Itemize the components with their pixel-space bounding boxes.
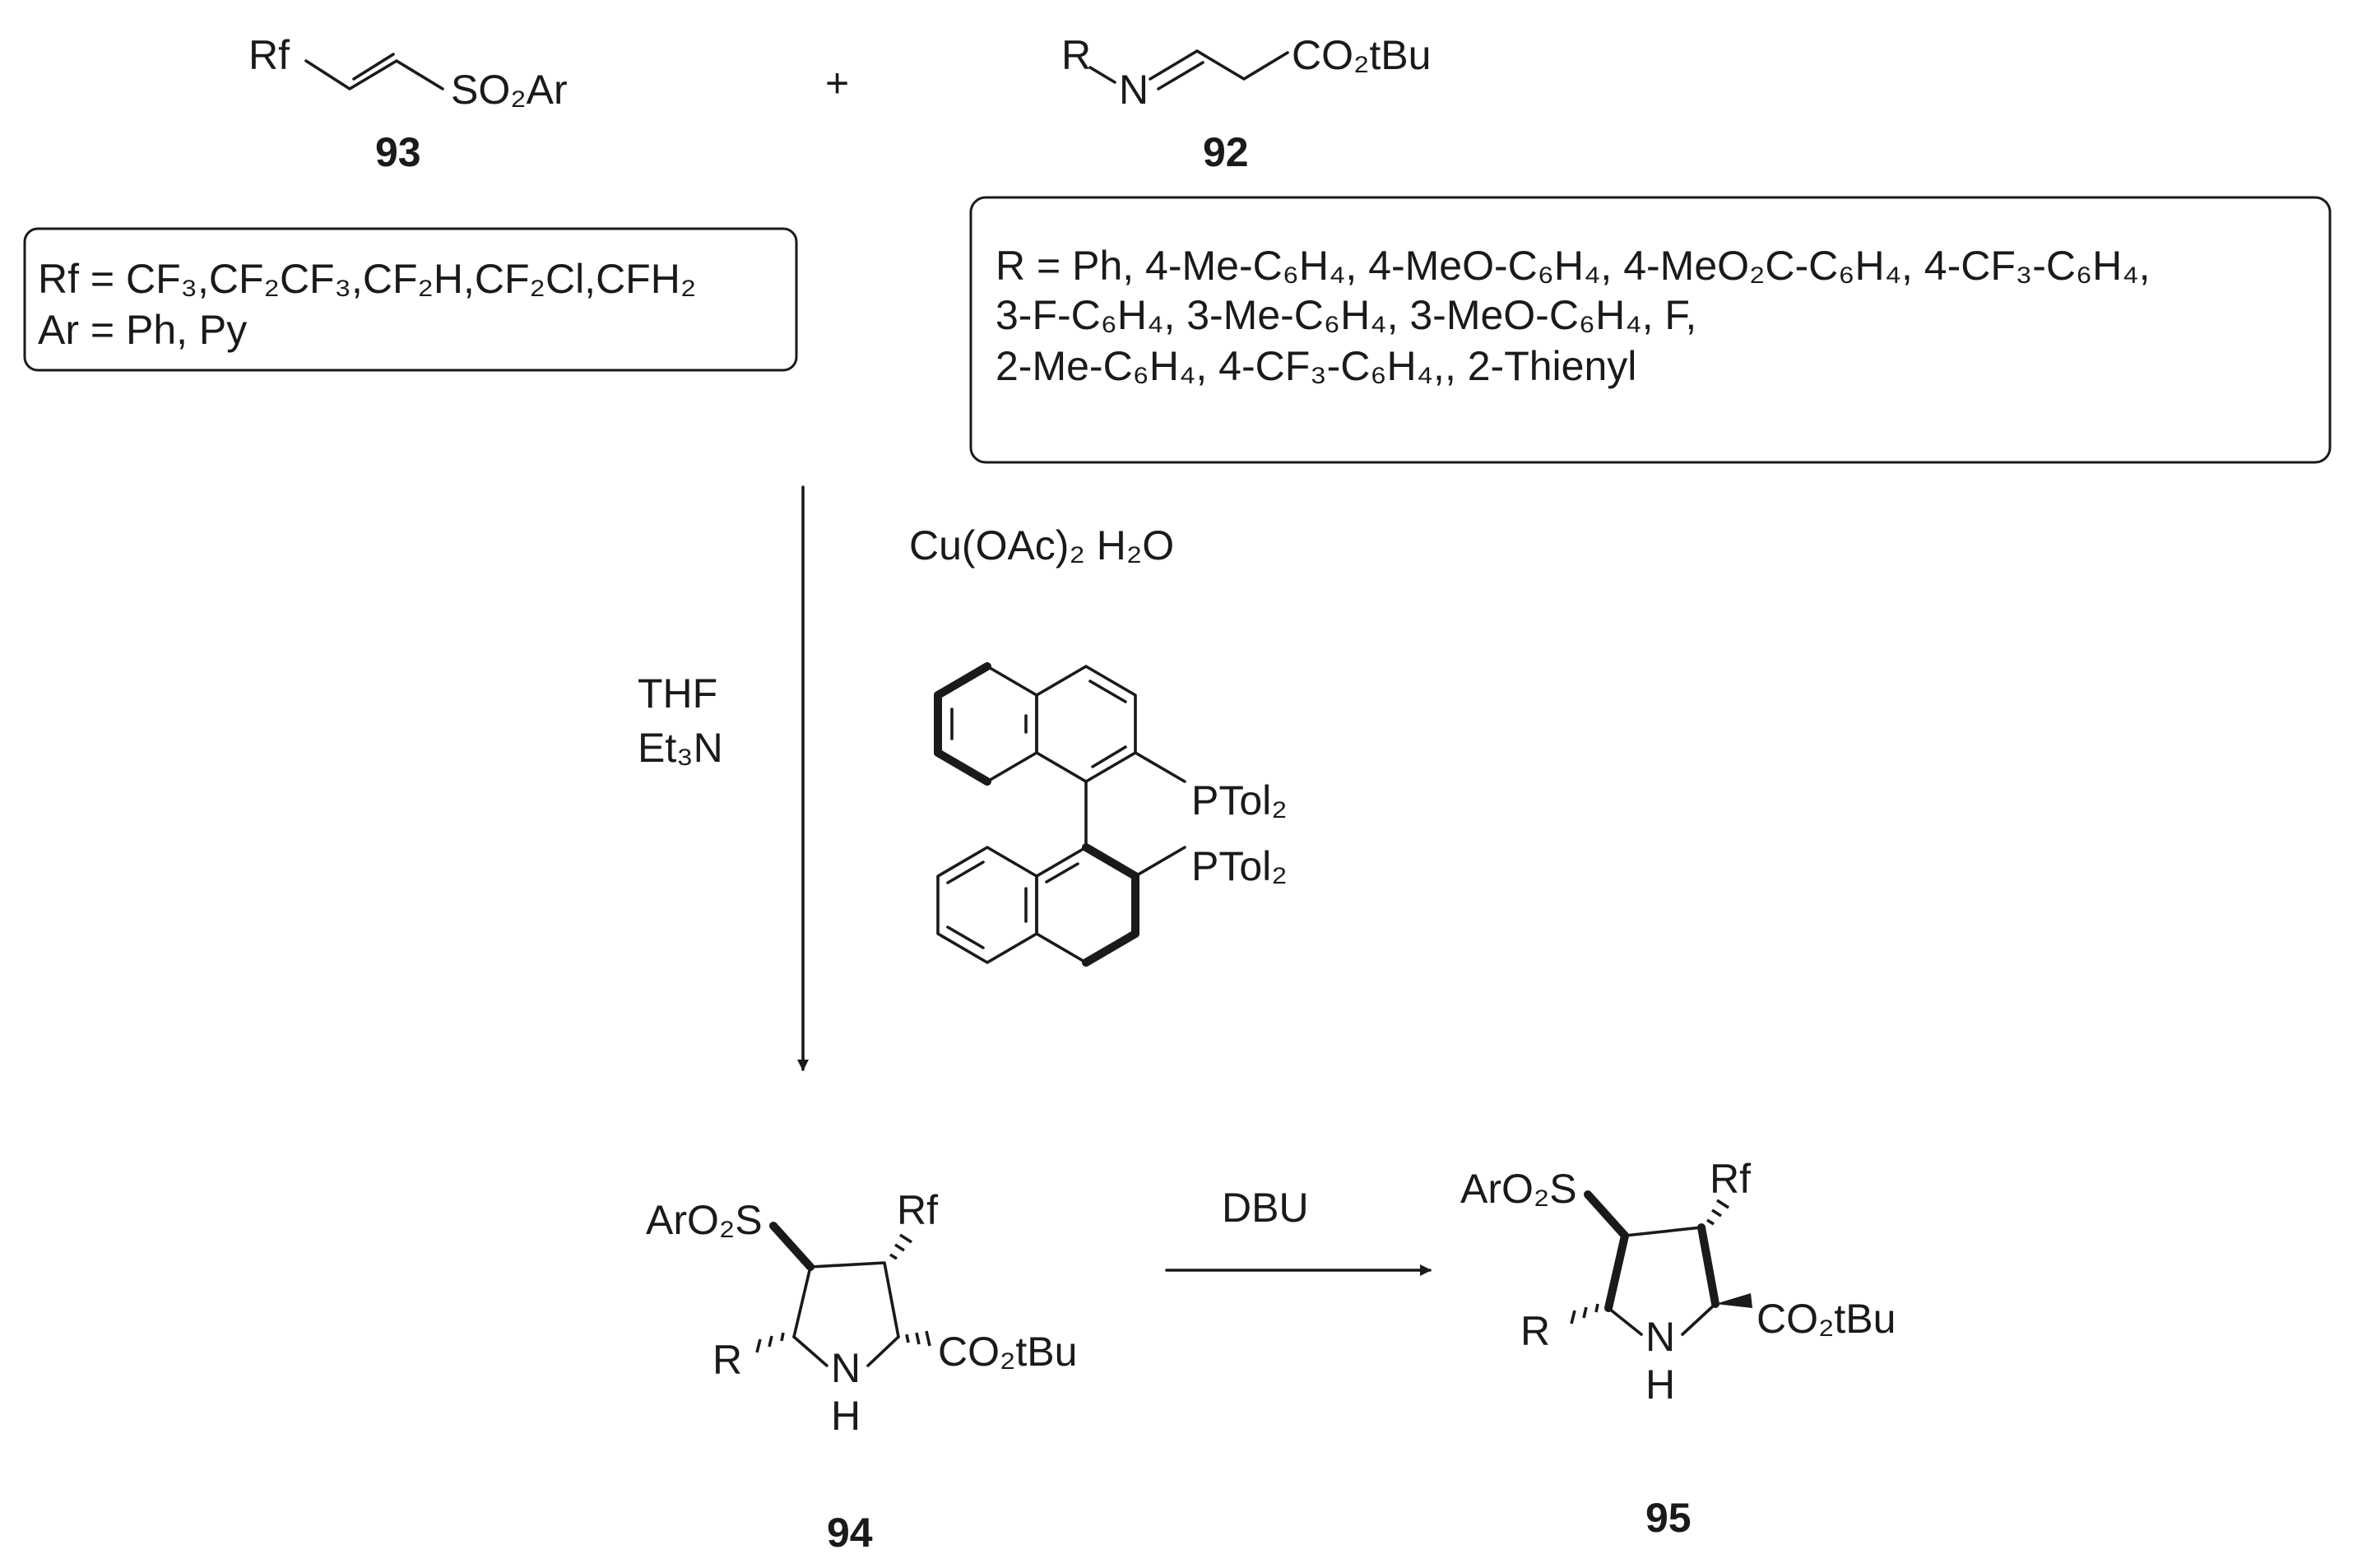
lower-left-ring	[936, 846, 1038, 964]
lower-right-ring-bold-edge	[1082, 843, 1139, 967]
r-options-line2: 3-F-C₆H₄, 3-Me-C₆H₄, 3-MeO-C₆H₄, F,	[996, 292, 1696, 338]
compound-number-94: 94	[827, 1510, 873, 1556]
ring-left-bold-bond	[1604, 1232, 1629, 1312]
r-label: R	[1520, 1308, 1550, 1354]
rf-label: Rf	[897, 1187, 938, 1233]
ring-top-bonds	[809, 1261, 900, 1338]
ar-options: Ar = Ph, Py	[38, 307, 247, 353]
ligand-ptol-upper: PTol₂	[1191, 777, 1288, 823]
catalyst-label: Cu(OAc)₂ H₂O	[909, 522, 1174, 568]
vinyl-bond	[304, 59, 444, 90]
aro2s-label: ArO₂S	[1460, 1166, 1577, 1212]
reagent-93: Rf SO₂Ar 93	[248, 32, 568, 175]
ester-label: CO₂tBu	[1757, 1296, 1896, 1342]
r-n-bond	[1088, 66, 1116, 84]
product-95: ArO₂S N H Rf R CO₂tBu 95	[1460, 1156, 1896, 1541]
ligand-ptol-lower: PTol₂	[1191, 843, 1288, 889]
so2ar-label: SO₂Ar	[451, 67, 568, 113]
ch2-bond	[1195, 49, 1289, 81]
solvent-label: THF	[638, 670, 717, 717]
compound-number-93: 93	[375, 129, 421, 175]
imine-bond	[1149, 49, 1199, 81]
ring-c-n-left	[1607, 1306, 1643, 1336]
rf-hashed-bond	[1706, 1199, 1729, 1226]
upper-right-ring	[1035, 665, 1137, 783]
ester-wedge-bond	[1715, 1293, 1752, 1308]
sulfonyl-wedge-bond	[1584, 1190, 1629, 1240]
ester-hashed-bond	[905, 1330, 931, 1347]
imine-double-bond	[1157, 61, 1204, 90]
h-label: H	[1645, 1362, 1675, 1408]
aro2s-label: ArO₂S	[646, 1197, 763, 1243]
ring-top-bond	[1623, 1226, 1703, 1237]
upper-left-ring-bold-edge	[934, 662, 991, 786]
product-94: ArO₂S N H Rf R CO₂tBu 94	[646, 1187, 1077, 1556]
ring-c-n-right	[866, 1335, 900, 1367]
h-label: H	[831, 1393, 861, 1439]
r-label: R	[712, 1337, 742, 1383]
rf-options: Rf = CF₃,CF₂CF₃,CF₂H,CF₂Cl,CFH₂	[38, 256, 696, 302]
lower-p-bond	[1134, 846, 1186, 878]
substituent-box-93: Rf = CF₃,CF₂CF₃,CF₂H,CF₂Cl,CFH₂ Ar = Ph,…	[23, 227, 798, 372]
sulfonyl-wedge-bond	[769, 1222, 814, 1271]
r-hashed-bond	[755, 1332, 785, 1353]
ester-label: CO₂tBu	[1292, 32, 1431, 78]
substituent-box-92: R = Ph, 4-Me-C₆H₄, 4-MeO-C₆H₄, 4-MeO₂C-C…	[969, 196, 2332, 464]
rf-label: Rf	[1710, 1156, 1751, 1202]
dbu-label: DBU	[1222, 1185, 1309, 1231]
reagent-92: R N CO₂tBu 92	[1061, 32, 1431, 175]
ring-c-n-right	[1681, 1302, 1717, 1336]
plus-sign: +	[825, 60, 849, 106]
rf-hashed-bond	[889, 1233, 912, 1260]
compound-number-92: 92	[1203, 129, 1249, 175]
r-hashed-bond	[1570, 1303, 1599, 1324]
ligand-structure: PTol₂ PTol₂	[934, 662, 1288, 967]
ring-right-bold-bond	[1697, 1223, 1720, 1308]
compound-number-95: 95	[1645, 1495, 1692, 1541]
upper-p-bond	[1134, 751, 1186, 783]
n-label: N	[831, 1345, 861, 1391]
n-label: N	[1645, 1314, 1675, 1360]
vinyl-double-bond	[352, 53, 395, 81]
r-options-line3: 2-Me-C₆H₄, 4-CF₃-C₆H₄,, 2-Thienyl	[996, 343, 1636, 389]
ring-c-n-left	[792, 1335, 828, 1367]
ring-left-bond	[792, 1265, 812, 1338]
n-label: N	[1119, 67, 1149, 113]
r-options-line1: R = Ph, 4-Me-C₆H₄, 4-MeO-C₆H₄, 4-MeO₂C-C…	[996, 243, 2151, 289]
rf-label: Rf	[248, 32, 290, 78]
r-label: R	[1061, 32, 1091, 78]
ester-label: CO₂tBu	[938, 1329, 1077, 1375]
base-label: Et₃N	[638, 725, 723, 771]
